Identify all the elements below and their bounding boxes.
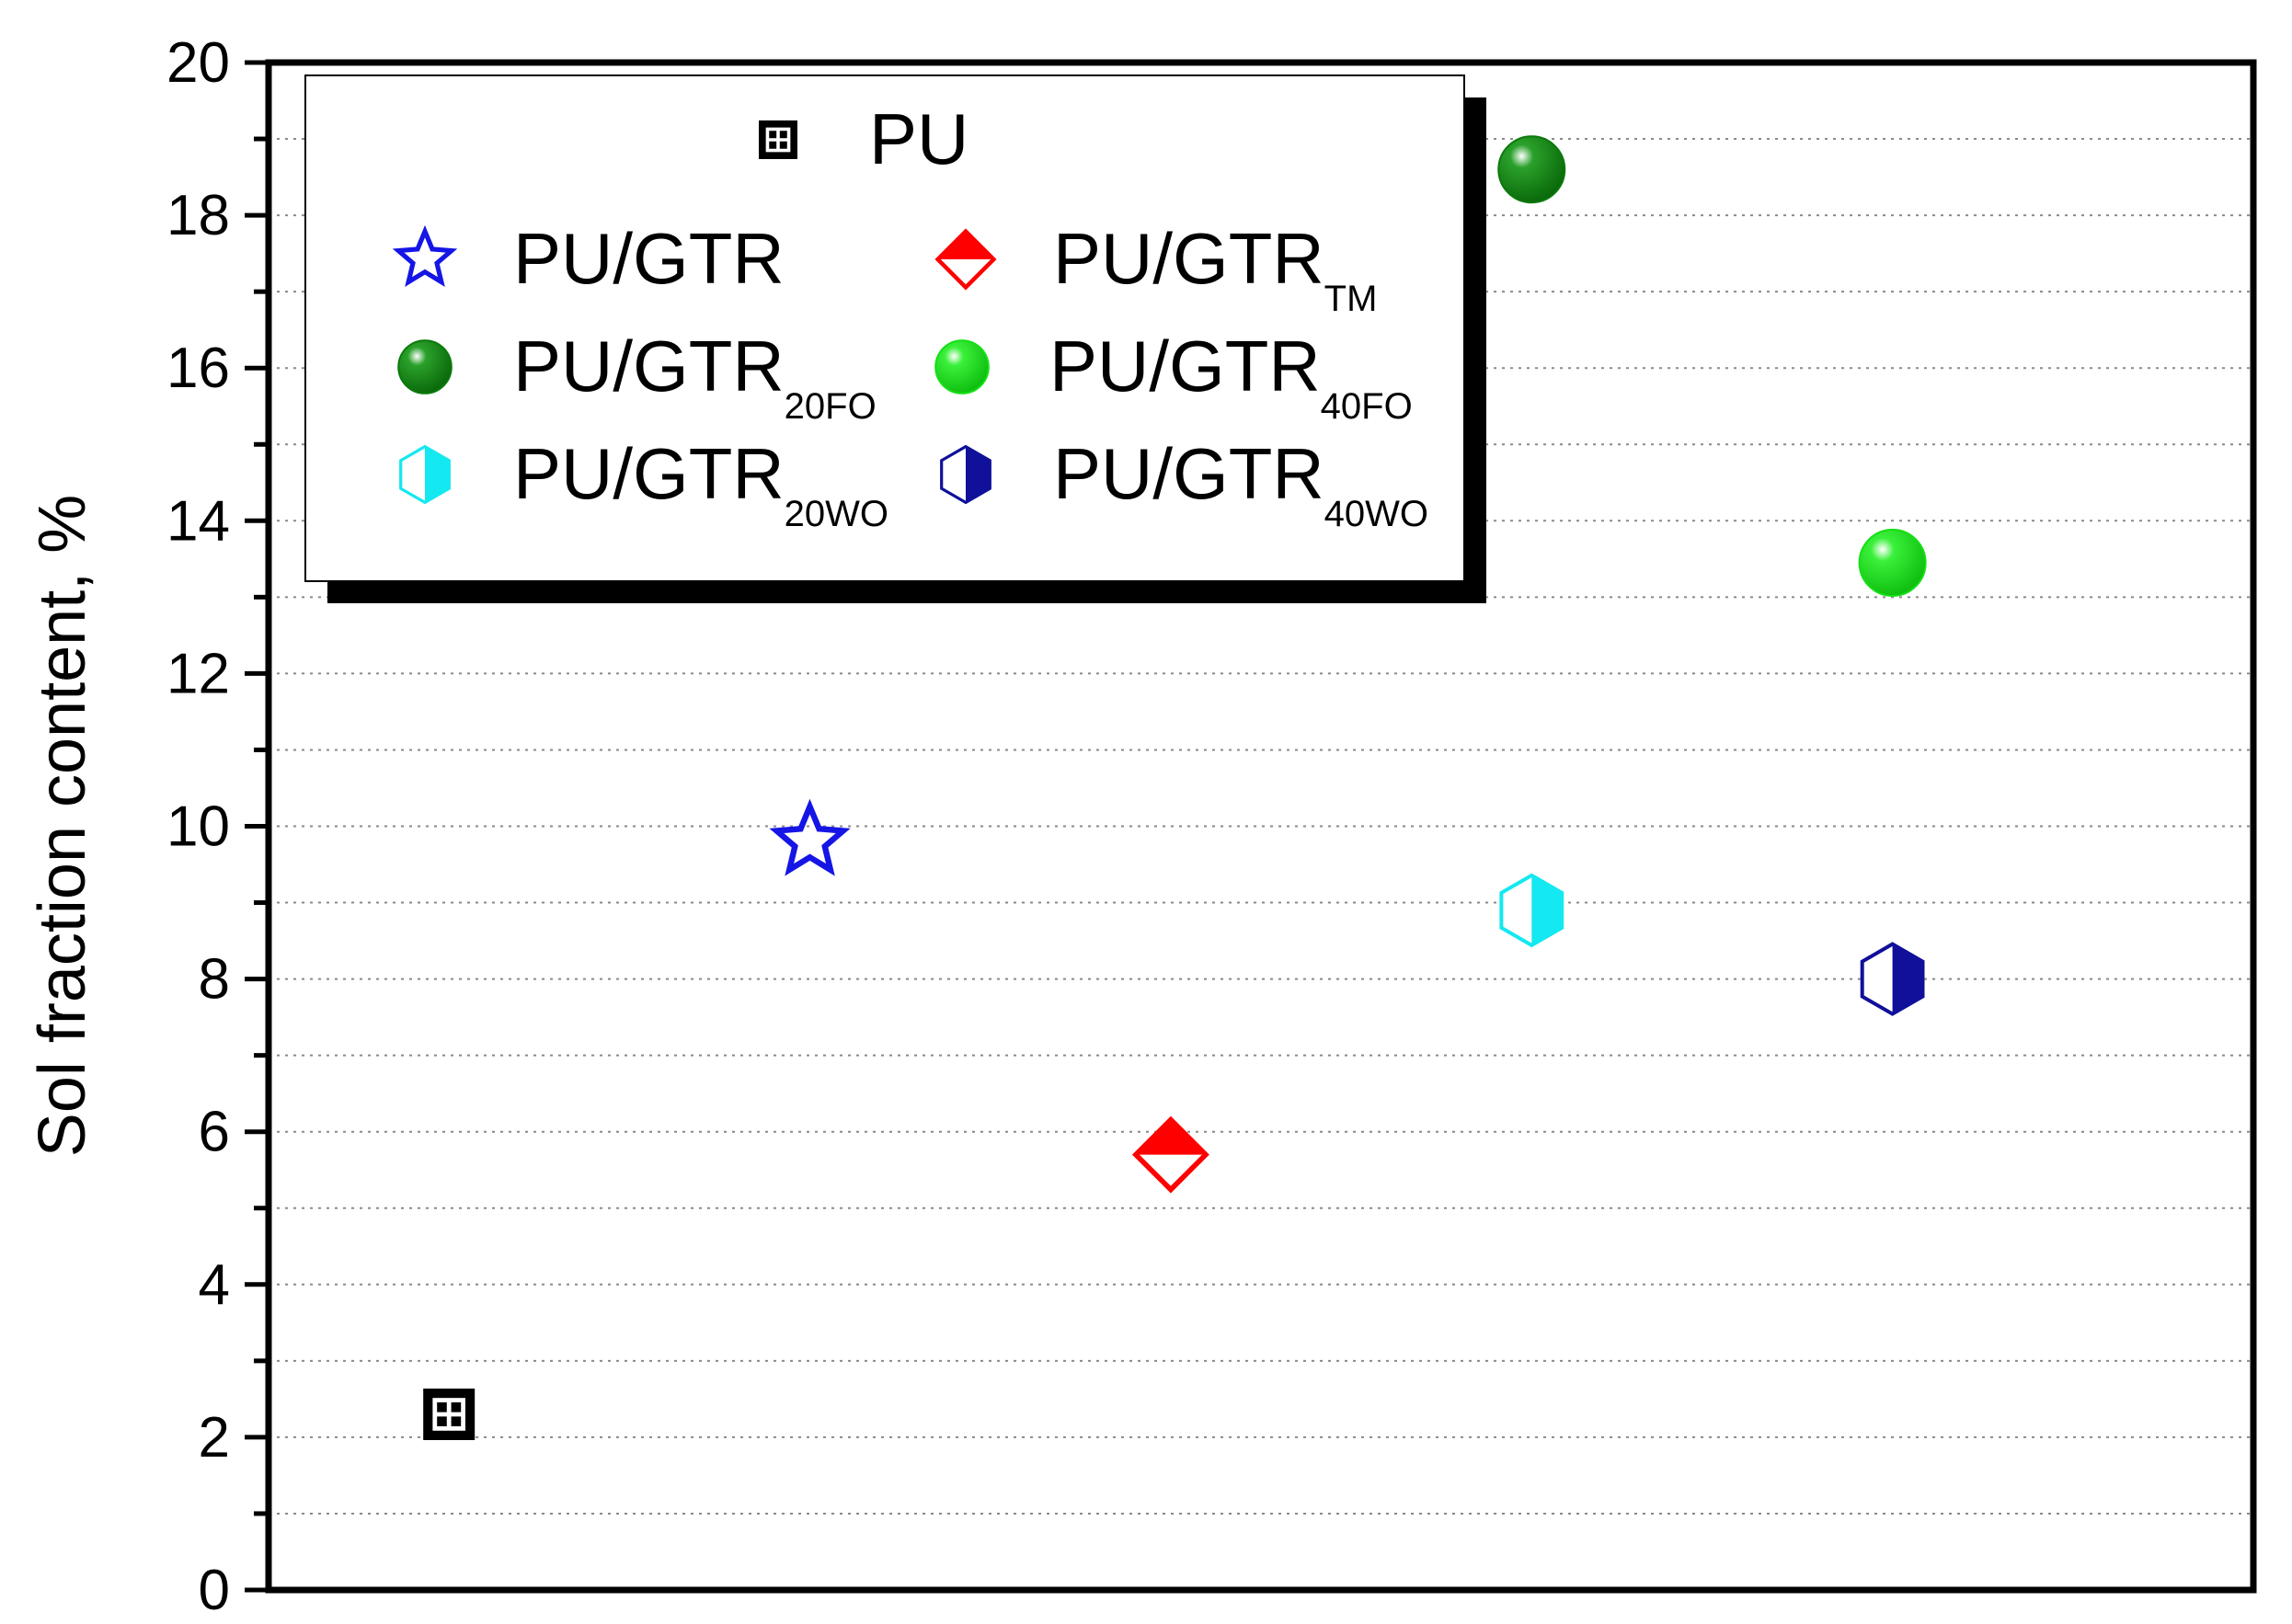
legend-label-subscript: 20FO [785, 386, 877, 427]
plot-frame [265, 59, 2257, 1594]
y-tick-label: 0 [199, 1559, 230, 1622]
y-tick-label: 6 [199, 1101, 230, 1164]
y-tick-label: 8 [199, 948, 230, 1012]
data-point-hexagon-half [1860, 942, 1925, 1016]
data-point-sphere [1497, 135, 1566, 204]
y-tick-label: 10 [166, 795, 230, 859]
y-tick-label: 18 [166, 184, 230, 247]
y-tick-label: 14 [166, 489, 230, 553]
y-tick-label: 4 [199, 1253, 230, 1317]
legend-label-subscript: TM [1324, 279, 1378, 319]
y-axis: 0 2 4 6 8 10 12 14 16 18 20 [166, 31, 269, 1622]
data-point-hexagon-half [1499, 873, 1564, 948]
data-point-star [769, 798, 851, 876]
y-tick-label: 12 [166, 642, 230, 705]
legend-label: PU [869, 98, 968, 179]
plot-area: 0 2 4 6 8 10 12 14 16 18 20 [166, 31, 2257, 1622]
legend-marker-hexagon-half [940, 444, 991, 505]
legend-entry: PU/GTR [392, 218, 785, 299]
y-tick-label: 16 [166, 337, 230, 400]
y-axis-title: Sol fraction content, % [26, 495, 99, 1157]
legend-box [304, 74, 1465, 582]
legend-label-subscript: 40WO [1324, 494, 1428, 534]
y-tick-label: 20 [166, 31, 230, 95]
legend-entry: PU [759, 98, 968, 179]
data-point-square-grid [423, 1388, 476, 1440]
data-point-sphere [1858, 528, 1927, 597]
y-tick-label: 2 [199, 1406, 230, 1470]
legend-marker-star [392, 224, 458, 287]
legend-label: PU/GTR [513, 218, 785, 299]
legend-marker-sphere [934, 339, 990, 395]
data-points [423, 135, 1927, 1440]
data-point-diamond [1131, 1115, 1209, 1194]
legend-marker-square-grid [759, 120, 797, 159]
legend-label-subscript: 20WO [785, 494, 888, 534]
legend-marker-sphere [397, 339, 453, 395]
legend-marker-hexagon-half [399, 444, 451, 505]
legend-marker-diamond [934, 228, 997, 291]
legend-label-subscript: 40FO [1321, 386, 1413, 427]
